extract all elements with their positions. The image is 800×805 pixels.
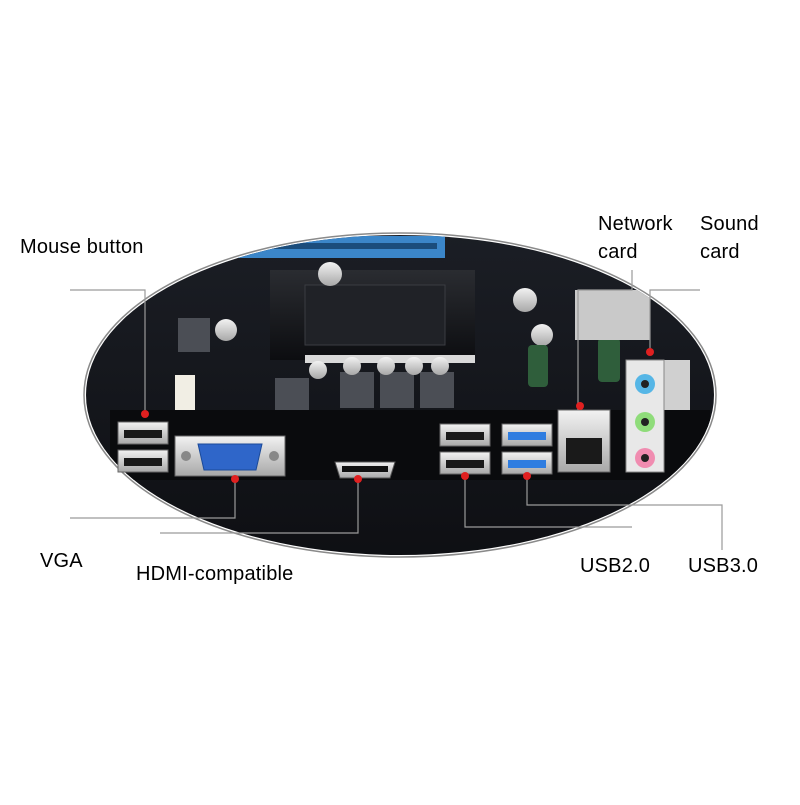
marker-hdmi: [354, 475, 362, 483]
label-usb2: USB2.0: [580, 555, 651, 577]
magnifier-oval: [83, 232, 717, 558]
vga-port: [174, 435, 286, 477]
label-vga: VGA: [40, 550, 83, 572]
label-mouse-button: Mouse button: [20, 236, 144, 258]
vrm-chokes: [175, 262, 620, 452]
audio-jacks: [625, 359, 665, 473]
usb2-stack: [439, 423, 491, 475]
lan-port: [557, 409, 611, 473]
usb3-stack: [501, 423, 553, 475]
marker-sound: [646, 348, 654, 356]
marker-usb3: [523, 472, 531, 480]
red-markers: [141, 348, 654, 483]
label-hdmi-compatible: HDMI-compatible: [136, 563, 294, 585]
leader-lines: [70, 270, 723, 550]
marker-usb2: [461, 472, 469, 480]
marker-mouse: [141, 410, 149, 418]
label-network-card-line1: Network: [598, 213, 673, 235]
label-sound-card-line2: card: [700, 241, 740, 263]
label-usb3: USB3.0: [688, 555, 759, 577]
label-network-card-line2: card: [598, 241, 638, 263]
label-sound-card-line1: Sound: [700, 213, 759, 235]
hdmi-port: [334, 461, 396, 479]
atx-connector: [575, 290, 650, 340]
marker-network: [576, 402, 584, 410]
usb-stack-left: [117, 421, 169, 473]
motherboard-photo: [86, 235, 714, 555]
marker-vga: [231, 475, 239, 483]
